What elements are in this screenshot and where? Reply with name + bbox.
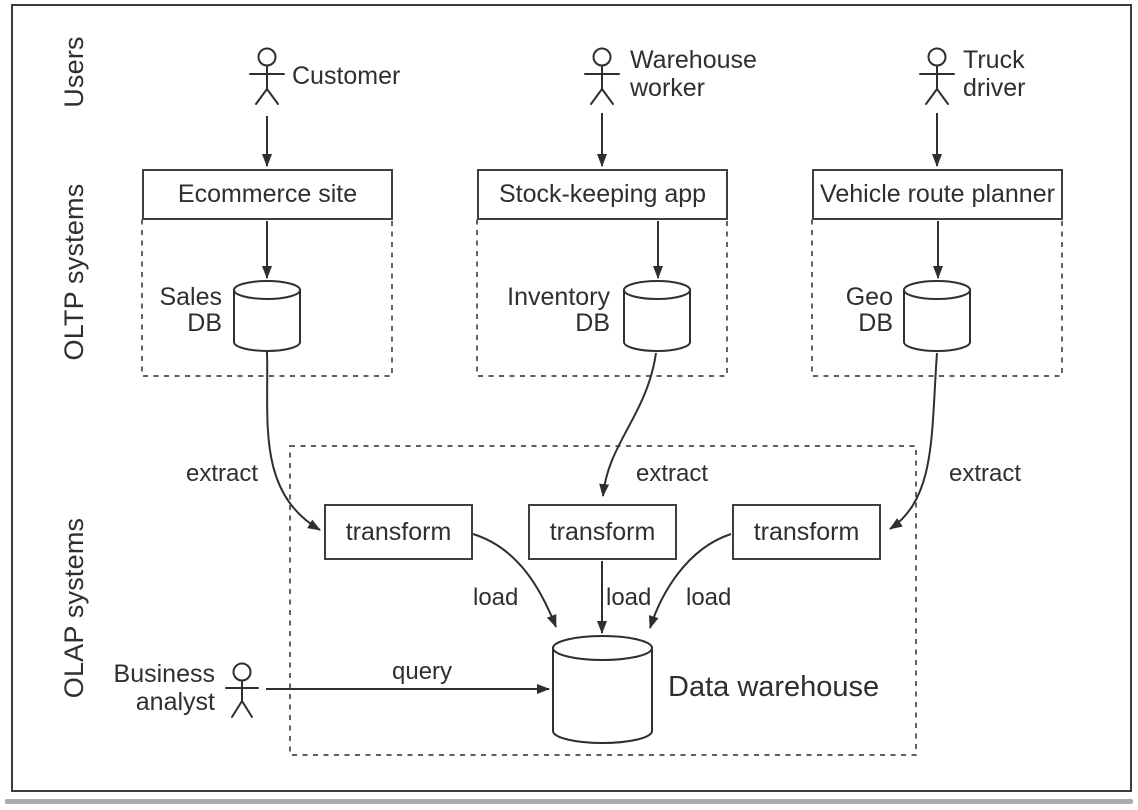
sales-db-label-line2: DB <box>187 309 222 337</box>
inventory-db-label-line2: DB <box>575 309 610 337</box>
stock-keeping-app-box: Stock-keeping app <box>477 169 728 220</box>
transform-box-1-label: transform <box>345 517 452 546</box>
transform-box-1: transform <box>324 504 473 560</box>
vehicle-route-planner-box: Vehicle route planner <box>812 169 1063 220</box>
extract-label-2: extract <box>636 460 709 487</box>
warehouse-worker-label: Warehouse worker <box>630 46 757 102</box>
stock-keeping-app-box-label: Stock-keeping app <box>498 180 707 208</box>
load-label-2: load <box>606 584 652 611</box>
truck-driver-label-line1: Truck <box>963 46 1025 74</box>
warehouse-worker-label-line1: Warehouse <box>630 46 757 74</box>
truck-driver-label-line2: driver <box>963 74 1026 102</box>
business-analyst-label: Business analyst <box>114 660 215 716</box>
geo-db-label: Geo DB <box>846 284 893 336</box>
inventory-db-label-line1: Inventory <box>507 283 610 311</box>
inventory-db-label: Inventory DB <box>507 284 610 336</box>
customer-label: Customer <box>292 62 401 90</box>
page-edge-shadow <box>5 799 1133 804</box>
sales-db-label-line1: Sales <box>159 283 222 311</box>
warehouse-worker-label-line2: worker <box>630 74 706 102</box>
data-warehouse-label: Data warehouse <box>668 671 880 703</box>
business-analyst-label-line1: Business <box>113 660 215 688</box>
ecommerce-site-box-label: Ecommerce site <box>177 180 358 208</box>
section-label-olap-systems: OLAP systems <box>58 517 89 699</box>
business-analyst-label-line2: analyst <box>135 688 215 716</box>
section-label-users: Users <box>58 36 89 108</box>
truck-driver-label: Truck driver <box>963 46 1026 102</box>
sales-db-label: Sales DB <box>159 284 222 336</box>
transform-box-3: transform <box>732 504 881 560</box>
vehicle-route-planner-box-label: Vehicle route planner <box>820 180 1055 208</box>
transform-box-3-label: transform <box>753 517 860 546</box>
ecommerce-site-box: Ecommerce site <box>142 169 393 220</box>
query-label: query <box>392 658 453 685</box>
section-label-oltp-systems: OLTP systems <box>58 183 89 361</box>
geo-db-label-line2: DB <box>858 309 893 337</box>
extract-label-3: extract <box>949 460 1022 487</box>
geo-db-label-line1: Geo <box>845 283 893 311</box>
transform-box-2: transform <box>528 504 677 560</box>
load-label-3: load <box>686 584 732 611</box>
load-label-1: load <box>473 584 519 611</box>
diagram-border-frame <box>11 4 1132 792</box>
extract-label-1: extract <box>186 460 259 487</box>
transform-box-2-label: transform <box>549 517 656 546</box>
